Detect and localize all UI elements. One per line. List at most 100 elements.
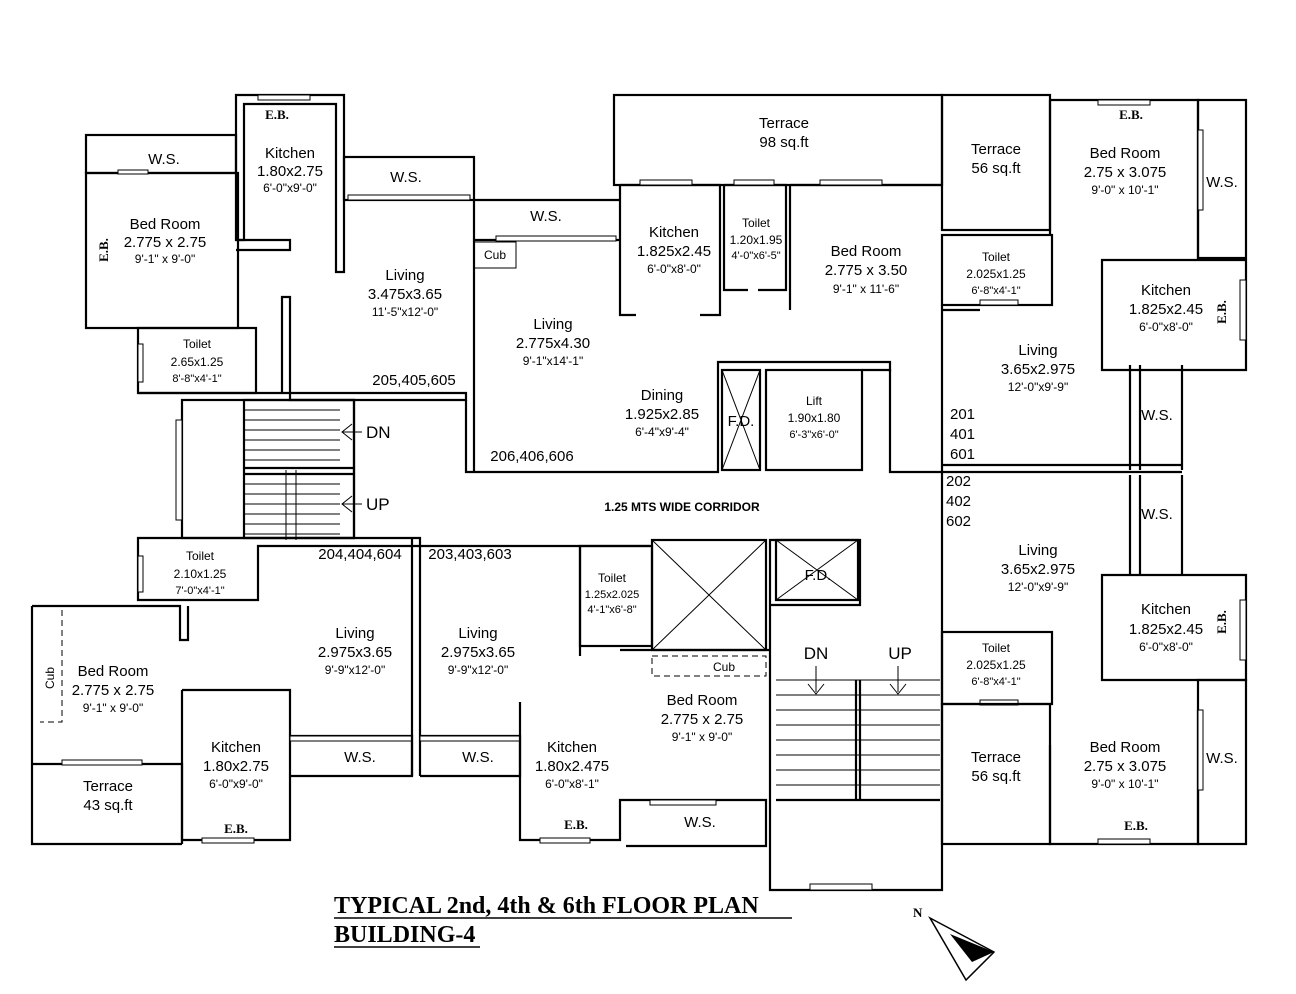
- tr-bed-imperial: 9'-0" x 10'-1": [1091, 183, 1158, 197]
- unit-602-label: 602: [946, 513, 971, 530]
- lift-name: Lift: [806, 394, 823, 408]
- ws-label: W.S.: [684, 814, 716, 831]
- bm-living-metric: 2.975x3.65: [441, 644, 515, 661]
- cub-label: Cub: [43, 667, 57, 689]
- br-terrace-area: 56 sq.ft: [971, 768, 1021, 785]
- stair-arrows: [341, 423, 907, 695]
- unit-204-label: 204,404,604: [318, 546, 401, 563]
- eb-label: E.B.: [265, 107, 289, 122]
- stair-up-label: UP: [888, 644, 912, 663]
- lift-imperial: 6'-3"x6'-0": [789, 429, 838, 441]
- br-bed-name: Bed Room: [1090, 739, 1161, 756]
- bm-living-imperial: 9'-9"x12'-0": [448, 663, 508, 677]
- ws-label: W.S.: [390, 169, 422, 186]
- br-kitchen-imperial: 6'-0"x8'-0": [1139, 640, 1193, 654]
- br-bed-imperial: 9'-0" x 10'-1": [1091, 777, 1158, 791]
- tl-toilet-name: Toilet: [183, 337, 212, 351]
- tl-kitchen-metric: 1.80x2.75: [257, 163, 323, 180]
- tr-toilet-name: Toilet: [982, 250, 1011, 264]
- stair-dn-label: DN: [366, 423, 391, 442]
- br-toilet-metric: 2.025x1.25: [966, 658, 1026, 672]
- tr-toilet-imperial: 6'-8"x4'-1": [971, 285, 1020, 297]
- bl-terrace-name: Terrace: [83, 778, 133, 795]
- fire-duct-label: F.D.: [728, 413, 755, 430]
- tm-dining-name: Dining: [641, 387, 684, 404]
- tr-terrace-name: Terrace: [971, 141, 1021, 158]
- tl-kitchen-name: Kitchen: [265, 145, 315, 162]
- eb-label: E.B.: [1119, 107, 1143, 122]
- br-terrace-name: Terrace: [971, 749, 1021, 766]
- bl-kitchen-imperial: 6'-0"x9'-0": [209, 777, 263, 791]
- stair-dn-label: DN: [804, 644, 829, 663]
- tm-toilet-metric: 1.20x1.95: [730, 233, 783, 247]
- eb-label: E.B.: [1214, 610, 1229, 634]
- bm-kitchen-metric: 1.80x2.475: [535, 758, 609, 775]
- bm-bed-imperial: 9'-1" x 9'-0": [672, 730, 732, 744]
- ws-label: W.S.: [530, 208, 562, 225]
- unit-206-label: 206,406,606: [490, 448, 573, 465]
- br-bed-metric: 2.75 x 3.075: [1084, 758, 1167, 775]
- bl-terrace-area: 43 sq.ft: [83, 797, 133, 814]
- tm-bed-name: Bed Room: [831, 243, 902, 260]
- tm-dining-imperial: 6'-4"x9'-4": [635, 425, 689, 439]
- tm-terrace-area: 98 sq.ft: [759, 134, 809, 151]
- tr-kitchen-imperial: 6'-0"x8'-0": [1139, 320, 1193, 334]
- tr-toilet-metric: 2.025x1.25: [966, 267, 1026, 281]
- ws-label: W.S.: [1206, 750, 1238, 767]
- tm-living-imperial: 9'-1"x14'-1": [523, 354, 583, 368]
- tr-kitchen-name: Kitchen: [1141, 282, 1191, 299]
- bl-toilet-metric: 2.10x1.25: [174, 567, 227, 581]
- bm-living-name: Living: [458, 625, 497, 642]
- ws-label: W.S.: [1206, 174, 1238, 191]
- br-toilet-imperial: 6'-8"x4'-1": [971, 676, 1020, 688]
- tr-terrace-area: 56 sq.ft: [971, 160, 1021, 177]
- tl-toilet-metric: 2.65x1.25: [171, 355, 224, 369]
- unit-201-label: 201: [950, 406, 975, 423]
- lift-metric: 1.90x1.80: [788, 411, 841, 425]
- tm-living-metric: 2.775x4.30: [516, 335, 590, 352]
- tm-bed-metric: 2.775 x 3.50: [825, 262, 908, 279]
- bm-kitchen-name: Kitchen: [547, 739, 597, 756]
- tr-bed-name: Bed Room: [1090, 145, 1161, 162]
- bl-bed-metric: 2.775 x 2.75: [72, 682, 155, 699]
- unit-203-label: 203,403,603: [428, 546, 511, 563]
- tr-kitchen-metric: 1.825x2.45: [1129, 301, 1203, 318]
- bl-toilet-imperial: 7'-0"x4'-1": [175, 585, 224, 597]
- tl-living-name: Living: [385, 267, 424, 284]
- bl-living-imperial: 9'-9"x12'-0": [325, 663, 385, 677]
- tm-bed-imperial: 9'-1" x 11'-6": [833, 282, 899, 296]
- bm-toilet-imperial: 4'-1"x6'-8": [587, 604, 636, 616]
- north-arrow-icon: [928, 916, 996, 982]
- bl-kitchen-metric: 1.80x2.75: [203, 758, 269, 775]
- bl-kitchen-name: Kitchen: [211, 739, 261, 756]
- unit-402-label: 402: [946, 493, 971, 510]
- tm-toilet-imperial: 4'-0"x6'-5": [731, 250, 780, 262]
- tl-bed-metric: 2.775 x 2.75: [124, 234, 207, 251]
- ws-label: W.S.: [344, 749, 376, 766]
- bl-living-name: Living: [335, 625, 374, 642]
- eb-label: E.B.: [1214, 300, 1229, 324]
- ws-label: W.S.: [148, 151, 180, 168]
- tl-bed-imperial: 9'-1" x 9'-0": [135, 252, 195, 266]
- plan-subtitle: BUILDING-4: [334, 922, 475, 948]
- tm-kitchen-name: Kitchen: [649, 224, 699, 241]
- bl-bed-imperial: 9'-1" x 9'-0": [83, 701, 143, 715]
- corridor-label: 1.25 MTS WIDE CORRIDOR: [604, 500, 760, 514]
- tm-kitchen-imperial: 6'-0"x8'-0": [647, 262, 701, 276]
- tl-toilet-imperial: 8'-8"x4'-1": [172, 373, 221, 385]
- unit-401-label: 401: [950, 426, 975, 443]
- bl-living-metric: 2.975x3.65: [318, 644, 392, 661]
- bm-bed-metric: 2.775 x 2.75: [661, 711, 744, 728]
- tl-living-metric: 3.475x3.65: [368, 286, 442, 303]
- tr-living-metric: 3.65x2.975: [1001, 361, 1075, 378]
- unit-202-label: 202: [946, 473, 971, 490]
- br-kitchen-name: Kitchen: [1141, 601, 1191, 618]
- bm-kitchen-imperial: 6'-0"x8'-1": [545, 777, 599, 791]
- tl-living-imperial: 11'-5"x12'-0": [372, 305, 438, 319]
- fire-duct-label: F.D.: [805, 567, 832, 584]
- br-living-metric: 3.65x2.975: [1001, 561, 1075, 578]
- tl-kitchen-imperial: 6'-0"x9'-0": [263, 181, 317, 195]
- eb-label: E.B.: [224, 821, 248, 836]
- tm-terrace-name: Terrace: [759, 115, 809, 132]
- tr-bed-metric: 2.75 x 3.075: [1084, 164, 1167, 181]
